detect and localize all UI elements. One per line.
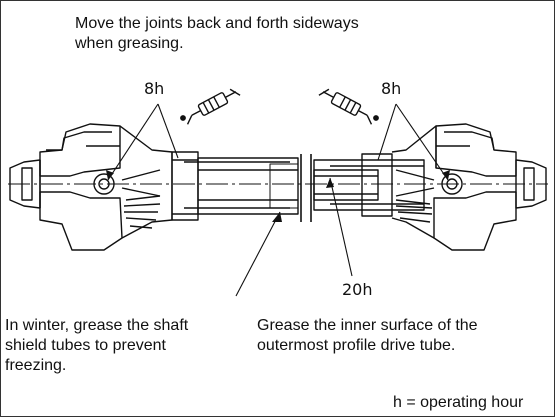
- right-joint-interval-label: 8h: [381, 79, 402, 98]
- left-joint-interval-label: 8h: [144, 79, 165, 98]
- legend-operating-hour: h = operating hour: [393, 394, 524, 411]
- right-grease-gun-icon: [318, 88, 379, 125]
- left-grease-gun-icon: [180, 88, 241, 125]
- left-universal-joint: [9, 123, 173, 251]
- leader-lines: [107, 103, 449, 297]
- profile-tube-instruction: Grease the inner surface of the outermos…: [257, 317, 478, 354]
- left-shield-tube: [171, 151, 299, 221]
- shield-tube-instruction: In winter, grease the shaft shield tubes…: [5, 317, 189, 374]
- right-profile-tube: [313, 153, 425, 217]
- right-universal-joint: [391, 123, 547, 251]
- greasing-instruction: Move the joints back and forth sideways …: [75, 15, 359, 52]
- profile-tube-interval-label: 20h: [342, 280, 373, 299]
